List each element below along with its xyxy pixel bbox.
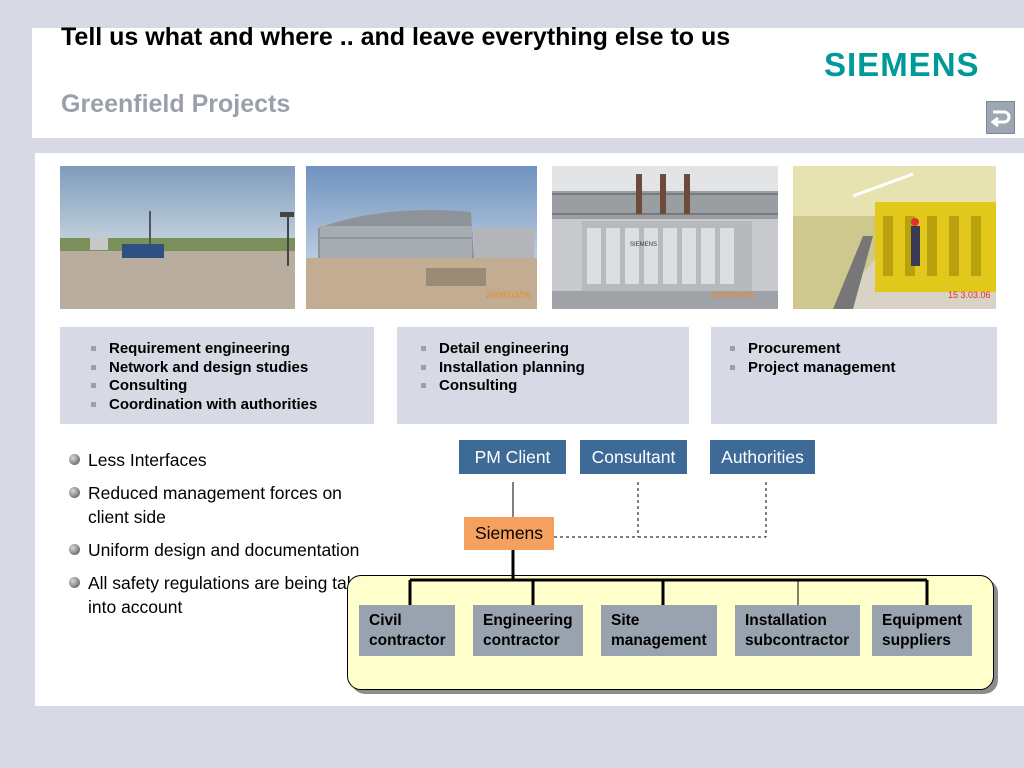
consultant-box: Consultant	[580, 440, 687, 474]
list-item: Project management	[728, 359, 997, 378]
page-subtitle: Greenfield Projects	[61, 90, 291, 118]
list-item: Consulting	[419, 377, 689, 396]
photo-date-stamp: 2008/03/06	[486, 290, 532, 300]
bullet-icon	[69, 454, 80, 465]
list-item: All safety regulations are being taken i…	[68, 571, 388, 619]
list-item: Detail engineering	[419, 340, 689, 359]
back-button[interactable]	[986, 101, 1015, 134]
transformer-photo: SIEMENS 2008/05/05	[552, 166, 778, 309]
photo-date-stamp: 2008/05/05	[710, 290, 756, 300]
bullet-icon	[69, 487, 80, 498]
list-item: Installation planning	[419, 359, 689, 378]
task-box-engineering: Detail engineering Installation planning…	[397, 327, 689, 424]
list-item: Procurement	[728, 340, 997, 359]
task-box-planning: Requirement engineering Network and desi…	[60, 327, 374, 424]
authorities-box: Authorities	[710, 440, 815, 474]
list-item: Network and design studies	[89, 359, 374, 378]
siemens-nameplate: SIEMENS	[630, 242, 658, 248]
return-arrow-icon	[990, 110, 1010, 127]
page-title: Tell us what and where .. and leave ever…	[61, 23, 731, 51]
list-item: Uniform design and documentation	[68, 538, 368, 562]
task-box-procurement: Procurement Project management	[711, 327, 997, 424]
photo-date-stamp: 15 3.03.06	[948, 290, 991, 300]
siemens-box: Siemens	[464, 517, 554, 550]
bullet-icon	[69, 577, 80, 588]
header-panel	[32, 28, 1024, 138]
siemens-logo: SIEMENS	[824, 46, 980, 83]
hall-construction-photo: 2008/03/06	[306, 166, 537, 309]
list-item: Less Interfaces	[68, 448, 368, 472]
switchgear-room-photo: 15 3.03.06	[793, 166, 996, 309]
benefits-list: Less Interfaces Reduced management force…	[68, 448, 375, 628]
list-item: Consulting	[89, 377, 374, 396]
construction-site-photo	[60, 166, 295, 309]
list-item: Requirement engineering	[89, 340, 374, 359]
list-item: Coordination with authorities	[89, 396, 374, 415]
bullet-icon	[69, 544, 80, 555]
list-item: Reduced management forces on client side	[68, 481, 368, 529]
pm-client-box: PM Client	[459, 440, 566, 474]
